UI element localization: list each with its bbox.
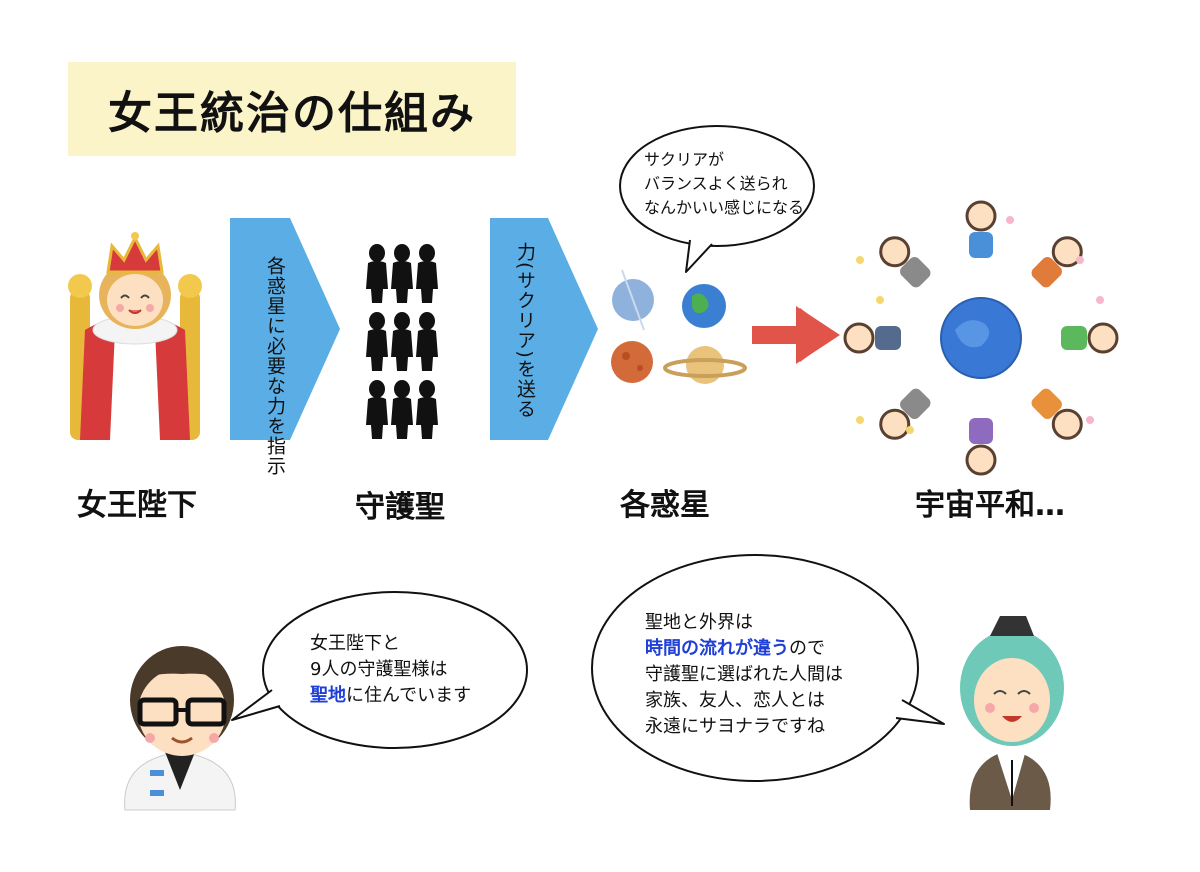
highlight-sanctuary: 聖地: [310, 685, 346, 706]
guardian-silhouette-icon: [366, 244, 388, 303]
teacher-man-illustration: [124, 646, 236, 811]
person-in-ring-icon: [1031, 236, 1083, 288]
elder-sage-illustration: [960, 616, 1064, 810]
sparkle-icon: [876, 296, 884, 304]
highlight-time-flow: 時間の流れが違う: [645, 638, 789, 659]
person-in-ring-icon: [965, 418, 997, 476]
guardians-group: [366, 244, 438, 439]
guardian-silhouette-icon: [391, 244, 413, 303]
guardian-silhouette-icon: [416, 244, 438, 303]
right-speech-bubble: [591, 554, 945, 782]
page-title: 女王統治の仕組み: [108, 88, 476, 139]
queen-on-throne-illustration: [68, 232, 202, 440]
sparkle-icon: [906, 426, 914, 434]
guardian-silhouette-icon: [391, 380, 413, 439]
label-queen: 女王陛下: [77, 488, 197, 523]
sparkle-icon: [1006, 216, 1014, 224]
right-bubble-line-3: 守護聖に選ばれた人間は: [645, 664, 843, 685]
left-bubble-line-3: 聖地に住んでいます: [310, 685, 472, 706]
planet-bubble-text: サクリアが バランスよく送られ なんかいい感じになる: [644, 148, 804, 220]
right-bubble-line-1: 聖地と外界は: [645, 612, 753, 633]
mars-icon: [611, 341, 653, 383]
planet-bubble-line-3: なんかいい感じになる: [644, 198, 805, 217]
person-in-ring-icon: [879, 388, 931, 440]
guardian-silhouette-icon: [391, 312, 413, 371]
left-speech-bubble: [231, 591, 528, 749]
sparkle-icon: [1076, 256, 1084, 264]
label-planets: 各惑星: [620, 488, 710, 523]
guardian-silhouette-icon: [416, 380, 438, 439]
right-bubble-line-2: 時間の流れが違うので: [645, 638, 825, 659]
label-world-peace: 宇宙平和…: [915, 488, 1065, 523]
sparkle-icon: [1096, 296, 1104, 304]
arrow-instruct-text: 各惑星に必要な力を指示: [264, 256, 286, 476]
right-bubble-text: 聖地と外界は 時間の流れが違うので 守護聖に選ばれた人間は 家族、友人、恋人とは…: [645, 610, 843, 740]
red-arrow-icon: [752, 306, 840, 364]
person-in-ring-icon: [1061, 322, 1119, 354]
planet-bubble-line-2: バランスよく送られ: [644, 174, 788, 193]
arrow-send-shape: [490, 218, 598, 440]
label-guardians: 守護聖: [355, 490, 445, 525]
title-box: 女王統治の仕組み: [68, 62, 516, 156]
world-peace-illustration: [843, 200, 1119, 476]
sparkle-icon: [1086, 416, 1094, 424]
arrow-instruct-shape: [230, 218, 340, 440]
planet-bubble-line-1: サクリアが: [644, 150, 725, 169]
right-bubble-line-4: 家族、友人、恋人とは: [645, 690, 825, 711]
person-in-ring-icon: [965, 200, 997, 258]
left-bubble-line-2: 9人の守護聖様は: [310, 659, 448, 680]
planets-illustration: [611, 269, 747, 384]
sparkle-icon: [856, 256, 864, 264]
saturn-icon: [663, 346, 747, 384]
guardian-silhouette-icon: [366, 312, 388, 371]
right-bubble-line-5: 永遠にサヨナラですね: [645, 716, 825, 737]
planet-speech-bubble: [619, 125, 815, 273]
person-in-ring-icon: [843, 322, 901, 354]
person-in-ring-icon: [879, 236, 931, 288]
left-bubble-text: 女王陛下と 9人の守護聖様は 聖地に住んでいます: [310, 631, 471, 709]
left-bubble-line-1: 女王陛下と: [310, 633, 400, 654]
guardian-silhouette-icon: [416, 312, 438, 371]
sparkle-icon: [856, 416, 864, 424]
guardian-silhouette-icon: [366, 380, 388, 439]
arrow-send-text: 力(サクリア)を送る: [514, 242, 536, 419]
person-in-ring-icon: [1031, 388, 1083, 440]
